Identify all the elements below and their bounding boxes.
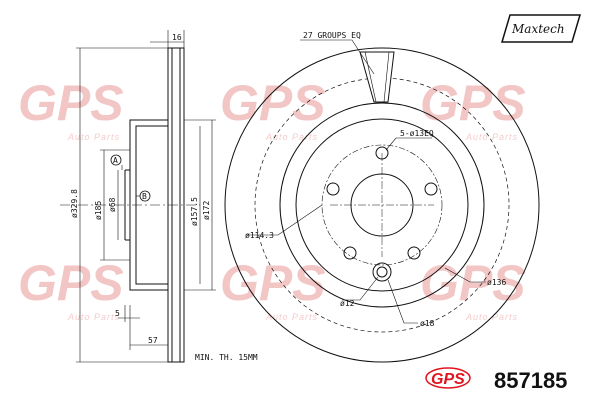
hat-inner-edge	[295, 118, 469, 292]
watermark-text: GPS	[420, 255, 526, 311]
watermark-text: GPS	[220, 75, 326, 131]
watermark-subtext: Auto Parts	[465, 312, 518, 322]
vent-groups-label: 27 GROUPS EQ	[303, 31, 361, 40]
datum-b-label: B	[142, 192, 147, 201]
watermark-subtext: Auto Parts	[265, 312, 318, 322]
datum-marker-a	[110, 154, 122, 166]
vent-slot-line	[364, 51, 377, 103]
bolt-circle-label: ø114.3	[245, 231, 274, 240]
inner-ring-label: ø136	[487, 278, 506, 287]
stud-outer-leader	[387, 279, 418, 324]
watermark-subtext: Auto Parts	[67, 132, 120, 142]
lug-hole	[424, 182, 438, 196]
datum-marker-b	[139, 190, 151, 202]
datum-a-label: A	[113, 156, 118, 165]
watermark-text: GPS	[18, 255, 124, 311]
watermark-text: GPS	[420, 75, 526, 131]
stud-hole-leader	[342, 276, 379, 301]
watermark-subtext: Auto Parts	[67, 312, 120, 322]
front-view	[224, 39, 540, 363]
vent-groups-leader	[300, 39, 375, 75]
side-view	[60, 30, 216, 363]
bolt-circle-leader	[246, 204, 323, 236]
thickness-dimension: 16	[172, 33, 182, 42]
watermark-subtext: Auto Parts	[265, 132, 318, 142]
brand-badge: Maxtech	[500, 14, 582, 43]
disc-outer-edge	[224, 47, 540, 363]
logo-mark	[425, 367, 471, 389]
inner-ring-leader	[444, 267, 486, 283]
flange-dimension: 5	[115, 309, 120, 318]
height-dimension: 57	[148, 336, 158, 345]
vent-slot	[359, 51, 395, 103]
hat-diameter-2-dimension: ø172	[202, 201, 211, 220]
holes-leader	[385, 137, 432, 151]
brand-label: Maxtech	[511, 22, 565, 36]
bore-diameter-dimension: ø68	[108, 197, 117, 212]
watermark-text: GPS	[18, 75, 124, 131]
holes-label: 5-ø13EQ	[400, 129, 434, 138]
hat-section	[129, 119, 168, 291]
hat-outer-edge	[279, 102, 485, 308]
logo-text: GPS	[431, 371, 465, 388]
watermark-subtext: Auto Parts	[465, 132, 518, 142]
outer-diameter-dimension: ø329.8	[70, 189, 79, 218]
vent-slot-line	[383, 51, 390, 103]
lug-hole	[326, 182, 340, 196]
lug-hole	[407, 246, 421, 260]
hub-diameter-dimension: ø185	[94, 201, 103, 220]
stud-hole-label: ø12	[340, 299, 355, 308]
brand-frame	[500, 14, 582, 43]
watermark-text: GPS	[220, 255, 326, 311]
part-number: 857185	[494, 368, 567, 393]
watermark-group: GPS Auto Parts GPS Auto Parts GPS Auto P…	[18, 75, 526, 322]
stud-hole-inner	[376, 266, 388, 278]
footer: GPS 857185	[425, 367, 567, 393]
stud-hole-outer	[372, 262, 392, 282]
min-thickness-note: MIN. TH. 15MM	[195, 353, 258, 362]
hat-diameter-1-dimension: ø157.5	[190, 197, 199, 226]
lug-hole	[343, 246, 357, 260]
stud-outer-label: ø18	[420, 319, 435, 328]
